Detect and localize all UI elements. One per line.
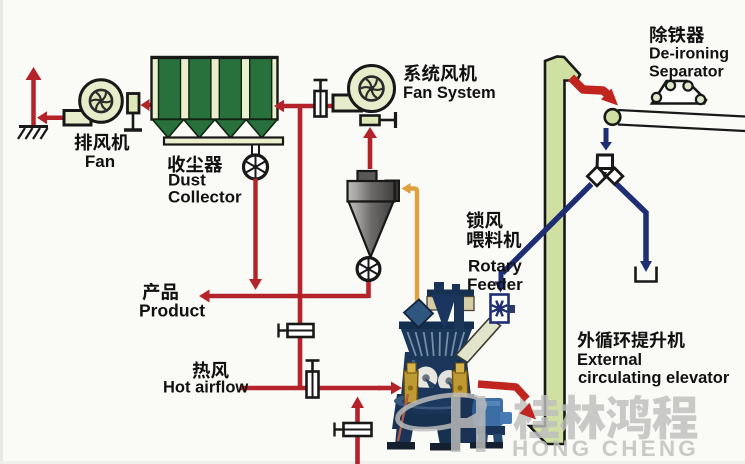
svg-text:De-ironing: De-ironing [649, 46, 729, 63]
svg-text:Rotary: Rotary [468, 257, 522, 276]
svg-text:Hot airflow: Hot airflow [163, 379, 248, 397]
svg-text:circulating elevator: circulating elevator [578, 369, 730, 387]
svg-text:Dust: Dust [168, 171, 206, 190]
svg-text:Collector: Collector [168, 188, 242, 207]
svg-text:Feeder: Feeder [467, 275, 523, 294]
svg-text:Fan System: Fan System [403, 84, 496, 102]
svg-text:HONG CHENG: HONG CHENG [512, 436, 699, 461]
svg-text:Fan: Fan [85, 152, 115, 171]
svg-text:Product: Product [139, 301, 205, 321]
svg-text:Separator: Separator [649, 64, 724, 81]
svg-text:External: External [577, 351, 642, 369]
